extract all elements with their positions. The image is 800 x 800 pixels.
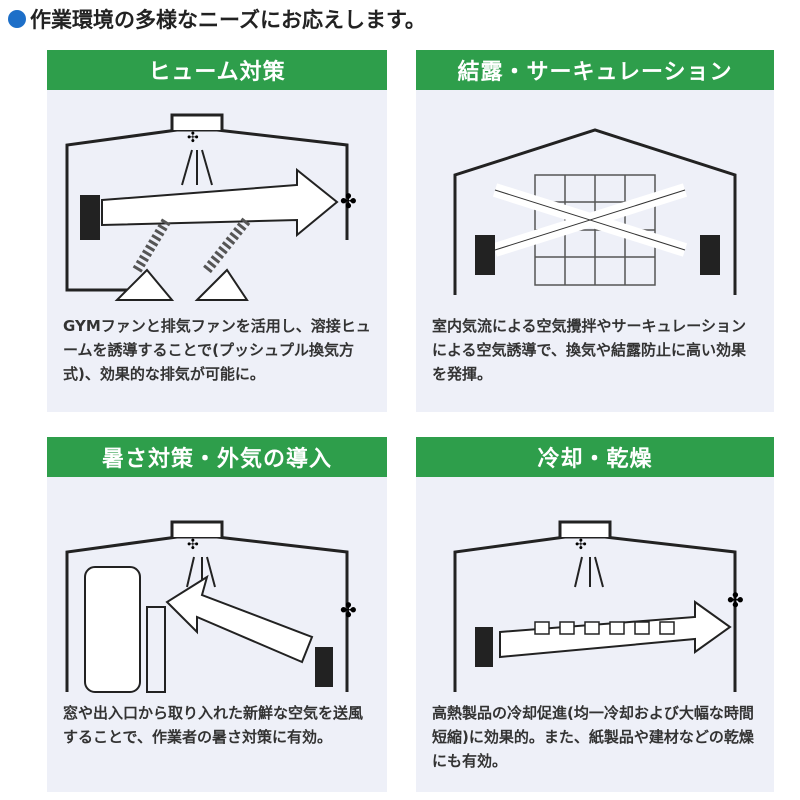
panel-heading: ヒューム対策 — [47, 50, 387, 90]
gym-fan-icon — [80, 195, 100, 240]
tank-icon — [84, 566, 141, 693]
panel-description: 室内気流による空気攪拌やサーキュレーションによる空気誘導で、換気や結露防止に高い… — [432, 317, 746, 383]
title-text: 作業環境の多様なニーズにお応えします。 — [30, 8, 426, 32]
airflow-arrow — [165, 574, 314, 664]
gym-fan-icon — [315, 647, 333, 687]
fume-diagram: ✣ ✤ — [65, 113, 357, 301]
exhaust-fan-icon: ✣ — [187, 537, 199, 553]
panel-heading: 暑さ対策・外気の導入 — [47, 437, 387, 477]
welding-spark-icon — [114, 268, 249, 301]
exhaust-fan-icon: ✣ — [187, 130, 199, 146]
exhaust-fan-icon: ✣ — [575, 537, 587, 553]
panel-description: 高熱製品の冷却促進(均一冷却および大幅な時間短縮)に効果的。また、紙製品や建材な… — [432, 704, 754, 770]
gym-fan-icon — [700, 235, 720, 275]
airflow-arrow — [101, 167, 339, 238]
page-title: 作業環境の多様なニーズにお応えします。 — [8, 4, 426, 34]
circulation-diagram — [453, 128, 737, 295]
cooling-diagram: ✣ ✤ — [453, 520, 744, 692]
rack-icon — [146, 606, 166, 693]
panel-heading: 冷却・乾燥 — [416, 437, 774, 477]
wall-fan-icon: ✤ — [340, 598, 357, 622]
gym-fan-icon — [475, 627, 493, 667]
gym-fan-icon — [475, 235, 495, 275]
panel-heat: 暑さ対策・外気の導入 ✣ ✤ 窓や出入口から取り入れた新鮮な空気を送風することで… — [47, 437, 387, 792]
panel-description: GYMファンと排気ファンを活用し、溶接ヒュームを誘導することで(プッシュプル換気… — [63, 317, 371, 383]
heat-diagram: ✣ ✤ — [65, 520, 357, 693]
products-icon — [534, 621, 675, 635]
panel-description: 窓や出入口から取り入れた新鮮な空気を送風することで、作業者の暑さ対策に有効。 — [63, 704, 364, 746]
panel-cooling: 冷却・乾燥 ✣ ✤ 高熱製品の冷却促進(均一冷却および大幅な時間短縮)に効果的。… — [416, 437, 774, 792]
wall-fan-icon: ✤ — [727, 588, 744, 612]
bullet-icon — [8, 10, 26, 28]
panel-heading: 結露・サーキュレーション — [416, 50, 774, 90]
wall-fan-icon: ✤ — [340, 189, 357, 213]
panel-fume: ヒューム対策 ✣ ✤ GYMファンと排気ファンを活用し、溶接ヒュームを誘導するこ… — [47, 50, 387, 412]
panel-circulation: 結露・サーキュレーション 室内気流による空気攪拌やサーキュレーションによる空気誘… — [416, 50, 774, 412]
